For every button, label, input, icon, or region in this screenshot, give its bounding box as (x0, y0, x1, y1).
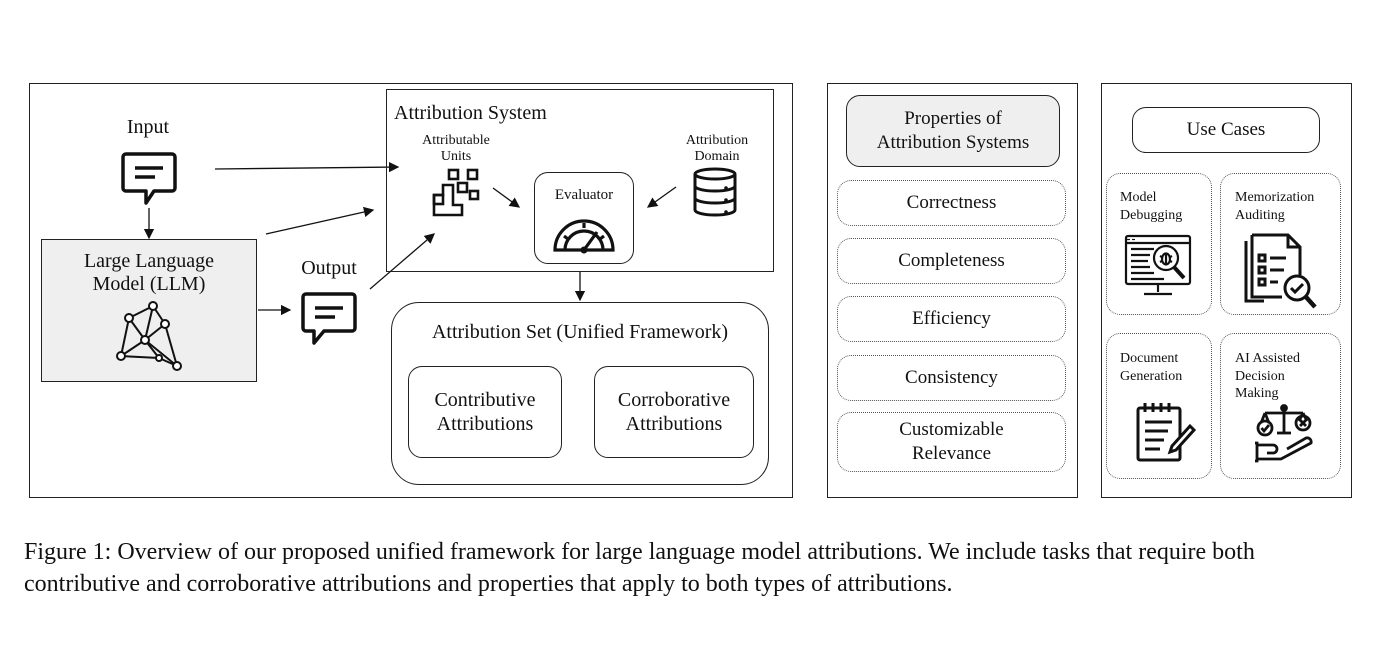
evaluator-box (534, 172, 634, 264)
arrow-units-to-evaluator (492, 187, 521, 208)
chat-bubble-icon (300, 291, 358, 352)
corroborative-attributions-box: Corroborative Attributions (594, 366, 754, 458)
property-completeness: Completeness (837, 238, 1066, 284)
evaluator-label: Evaluator (554, 187, 614, 203)
use-cases-panel (1101, 83, 1352, 498)
figure-caption: Figure 1: Overview of our proposed unifi… (24, 539, 1255, 597)
property-efficiency: Efficiency (837, 296, 1066, 342)
property-consistency: Consistency (837, 355, 1066, 401)
attribution-set-box (391, 302, 769, 485)
use-cases-header: Use Cases (1132, 107, 1320, 153)
contributive-attributions-label: Contributive Attributions (434, 389, 536, 435)
network-icon (115, 300, 185, 377)
attributable-units-label: Attributable Units (422, 133, 490, 165)
arrow-output-to-units (369, 233, 435, 290)
properties-header: Properties of Attribution Systems (846, 95, 1060, 167)
database-icon (691, 167, 739, 222)
properties-panel (827, 83, 1078, 498)
scales-hand-icon (1253, 403, 1315, 470)
property-label: Customizable Relevance (899, 419, 1004, 464)
llm-label: Large Language Model (LLM) (83, 250, 215, 295)
property-label: Completeness (898, 250, 1005, 271)
arrow-llm-to-system (265, 206, 375, 235)
notepad-pencil-icon (1134, 402, 1197, 469)
corroborative-attributions-label: Corroborative Attributions (617, 389, 731, 435)
use-case-label: Document Generation (1120, 351, 1183, 384)
framework-panel (29, 83, 793, 498)
attribution-domain-label: Attribution Domain (685, 133, 749, 165)
use-case-ai-assisted-decision-making (1220, 333, 1341, 479)
blocks-icon (432, 167, 482, 222)
input-label: Input (126, 116, 170, 138)
use-case-label: AI Assisted Decision Making (1235, 351, 1300, 401)
arrow-domain-to-evaluator (646, 186, 677, 208)
use-case-label: Memorization Auditing (1235, 190, 1315, 223)
attribution-system-title: Attribution System (394, 102, 547, 124)
monitor-bug-icon (1124, 234, 1194, 307)
contributive-attributions-box: Contributive Attributions (408, 366, 562, 458)
property-correctness: Correctness (837, 180, 1066, 226)
use-case-label: Model Debugging (1120, 190, 1183, 223)
property-customizable-relevance: Customizable Relevance (837, 412, 1066, 472)
properties-header-label: Properties of Attribution Systems (876, 108, 1030, 153)
attribution-system-box (386, 89, 774, 272)
use-cases-header-label: Use Cases (1186, 119, 1266, 140)
property-label: Consistency (905, 367, 998, 388)
attribution-set-title: Attribution Set (Unified Framework) (431, 321, 729, 343)
property-label: Efficiency (912, 308, 991, 329)
checklist-magnifier-icon (1244, 231, 1318, 316)
use-case-document-generation (1106, 333, 1212, 479)
chat-bubble-icon (120, 151, 178, 212)
use-case-memorization-auditing (1220, 173, 1341, 315)
gauge-icon (552, 215, 616, 258)
property-label: Correctness (906, 192, 997, 213)
arrow-input-to-system (214, 161, 400, 173)
use-case-model-debugging (1106, 173, 1212, 315)
output-label: Output (301, 257, 357, 279)
